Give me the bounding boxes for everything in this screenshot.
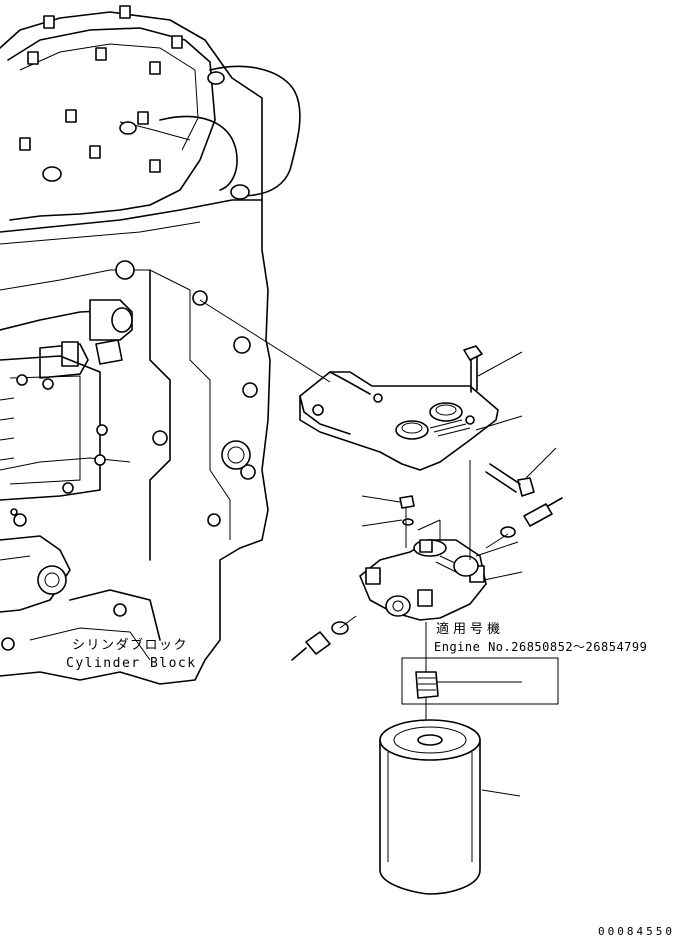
filter-head [291, 495, 563, 699]
plug-o-ring [402, 518, 414, 526]
cylinder-block [0, 5, 301, 685]
cylinder-block-label-en: Cylinder Block [66, 656, 197, 671]
cylinder-block-label-jp: シリンダブロック [72, 638, 189, 653]
nipple-fitting [415, 671, 439, 699]
drawing-number: 00084550 [598, 925, 675, 938]
sensor-right [523, 497, 563, 527]
valve-cover-bolts [19, 5, 183, 173]
bracket-bolt-upper [463, 345, 483, 393]
serial-note-jp: 適用号機 [436, 622, 505, 637]
bracket-bolt-long [485, 463, 535, 497]
serial-note-en: Engine No.26850852～26854799 [434, 640, 648, 654]
plug [399, 495, 415, 509]
sensor-left [291, 631, 331, 661]
o-ring-right [500, 526, 516, 538]
module-fasteners [10, 374, 108, 527]
filter-cartridge [379, 719, 481, 895]
assembly-lines [199, 299, 509, 720]
serial-note-frame [401, 657, 559, 705]
filter-bracket [299, 345, 535, 497]
callout-leaders [361, 351, 557, 797]
